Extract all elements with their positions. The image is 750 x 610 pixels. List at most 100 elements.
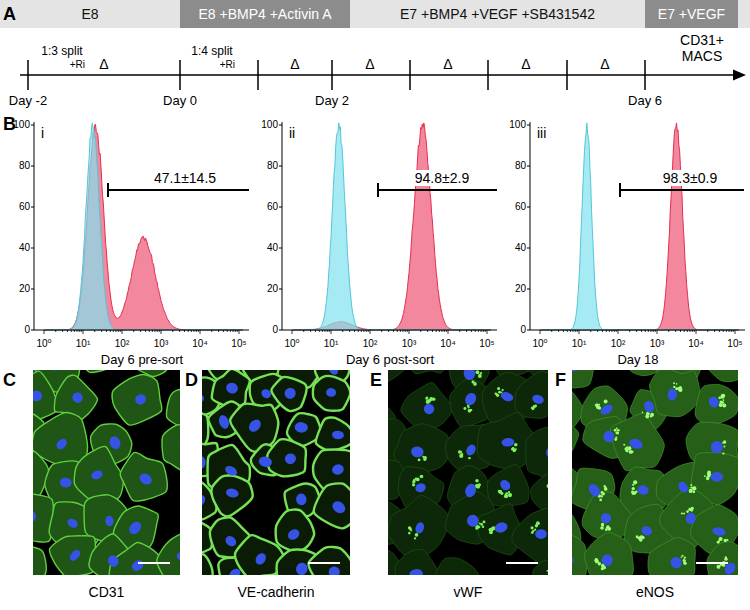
x-tick xyxy=(439,330,440,332)
x-tick xyxy=(363,330,364,332)
perinuclear-stain xyxy=(600,526,604,530)
x-tick xyxy=(370,330,371,334)
x-tick xyxy=(733,330,734,332)
y-tick xyxy=(527,248,530,249)
x-tick-label: 10⁴ xyxy=(192,338,207,349)
perinuclear-stain xyxy=(469,457,471,459)
x-tick xyxy=(342,330,343,332)
scale-bar xyxy=(506,562,538,564)
control-histogram xyxy=(44,123,243,330)
x-tick xyxy=(575,330,576,332)
cell-stain xyxy=(276,510,315,552)
x-tick xyxy=(223,330,224,332)
perinuclear-stain xyxy=(498,490,502,494)
x-tick xyxy=(211,330,212,332)
x-axis-label: Day 6 pre-sort xyxy=(101,352,183,367)
cell-stain xyxy=(707,542,738,575)
day-label: Day 6 xyxy=(628,93,662,108)
perinuclear-stain xyxy=(511,448,514,451)
plot-numeral: i xyxy=(41,125,44,141)
perinuclear-stain xyxy=(607,527,611,531)
x-tick xyxy=(657,330,658,334)
y-axis xyxy=(530,122,531,330)
perinuclear-stain xyxy=(601,491,604,494)
perinuclear-stain xyxy=(506,492,508,494)
nucleus xyxy=(668,555,684,571)
perinuclear-stain xyxy=(688,508,691,511)
x-tick xyxy=(184,330,185,332)
y-tick xyxy=(279,125,282,126)
perinuclear-stain xyxy=(595,404,598,407)
x-tick-label: 10⁵ xyxy=(727,338,742,349)
x-tick-label-box: 10⁰ xyxy=(36,338,51,350)
x-tick xyxy=(731,330,732,332)
band-label: E8 xyxy=(81,6,98,22)
nucleus xyxy=(176,551,180,562)
perinuclear-stain xyxy=(723,399,725,401)
x-tick xyxy=(441,330,442,332)
x-tick xyxy=(551,330,552,332)
x-axis xyxy=(530,330,745,331)
x-tick xyxy=(331,330,332,334)
y-tick-label-box: 100 xyxy=(509,119,526,131)
x-tick-label-box: 10¹ xyxy=(324,338,338,350)
panel-letter: D xyxy=(185,370,198,390)
nucleus xyxy=(453,574,463,575)
perinuclear-stain xyxy=(625,449,628,452)
x-tick xyxy=(466,330,467,332)
x-tick xyxy=(597,330,598,332)
stained-histogram xyxy=(292,123,491,330)
stained-histogram xyxy=(540,123,739,330)
cell-stain xyxy=(49,536,95,575)
perinuclear-stain xyxy=(704,475,706,477)
perinuclear-stain xyxy=(673,386,675,388)
perinuclear-stain xyxy=(479,376,481,378)
day-tick xyxy=(409,60,411,90)
protocol-strip xyxy=(0,0,750,28)
x-tick xyxy=(402,330,403,332)
x-tick xyxy=(629,330,630,332)
y-tick-label-box: 80 xyxy=(267,160,278,172)
y-tick-label: 60 xyxy=(267,201,278,212)
x-tick xyxy=(237,330,238,332)
y-tick xyxy=(31,125,34,126)
x-tick xyxy=(448,330,449,334)
perinuclear-stain xyxy=(478,483,481,486)
day-tick xyxy=(257,60,259,90)
x-tick xyxy=(653,330,654,332)
nucleus xyxy=(710,472,723,482)
y-tick-label: 80 xyxy=(267,160,278,171)
nucleus xyxy=(600,512,612,524)
x-tick xyxy=(590,330,591,332)
nucleus xyxy=(388,513,390,529)
perinuclear-stain xyxy=(479,373,481,375)
nucleus xyxy=(332,430,345,439)
nucleus xyxy=(331,463,345,476)
y-tick-label: 0 xyxy=(24,324,30,335)
gate-bar xyxy=(620,189,744,191)
y-tick-label: 40 xyxy=(19,242,30,253)
nucleus xyxy=(254,551,268,566)
perinuclear-stain xyxy=(675,387,678,390)
nucleus xyxy=(294,421,308,433)
cell-stain xyxy=(584,533,633,575)
perinuclear-stain xyxy=(632,484,634,486)
x-tick xyxy=(616,330,617,332)
x-tick xyxy=(381,330,382,332)
day-label-box: Day 6 xyxy=(628,94,662,109)
x-tick xyxy=(193,330,194,332)
x-tick-label: 10² xyxy=(115,338,129,349)
x-tick xyxy=(483,330,484,332)
cell-stain xyxy=(695,384,738,423)
perinuclear-stain xyxy=(683,559,686,562)
y-tick-label: 100 xyxy=(509,119,526,130)
y-axis xyxy=(34,122,35,330)
medium-change-mark: Δ xyxy=(290,56,299,72)
perinuclear-stain xyxy=(531,526,534,529)
x-tick xyxy=(106,330,107,332)
x-tick xyxy=(558,330,559,332)
panel-letter-box: A xyxy=(3,4,16,25)
x-tick xyxy=(487,330,488,334)
y-tick-label: 20 xyxy=(515,283,526,294)
